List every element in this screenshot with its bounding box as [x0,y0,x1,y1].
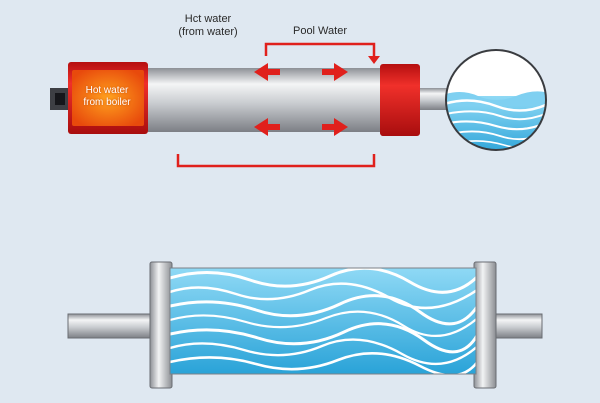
left-end-cap [50,88,70,110]
right-shaft [489,313,543,339]
water-zoom-circle [445,49,547,151]
connector-pipe [420,88,448,110]
boiler-label-line2: from boiler [83,97,131,108]
flow-arrows [254,63,348,136]
hot-water-source: (from water) [178,26,238,38]
right-flange [473,261,497,389]
right-red-flange [380,64,420,136]
boiler-hot-zone [72,70,144,126]
bottom-exchanger [67,261,543,389]
boiler-label-line1: Hot water [85,85,129,96]
hot-water-label: Hct water (from water) [170,13,246,39]
return-flow-bracket [176,154,376,168]
left-shaft [67,313,157,339]
arrow-left-top-icon [254,63,280,81]
arrow-left-bottom-icon [254,118,280,136]
boiler-label: Hot water from boiler [74,85,140,109]
hot-water-title: Hct water [184,13,232,25]
arrow-right-top-icon [322,63,348,81]
left-flange [149,261,173,389]
arrow-right-bottom-icon [322,118,348,136]
water-cylinder [170,268,476,374]
pool-water-label: Pool Water [292,25,347,37]
pool-water-bracket [264,42,380,64]
